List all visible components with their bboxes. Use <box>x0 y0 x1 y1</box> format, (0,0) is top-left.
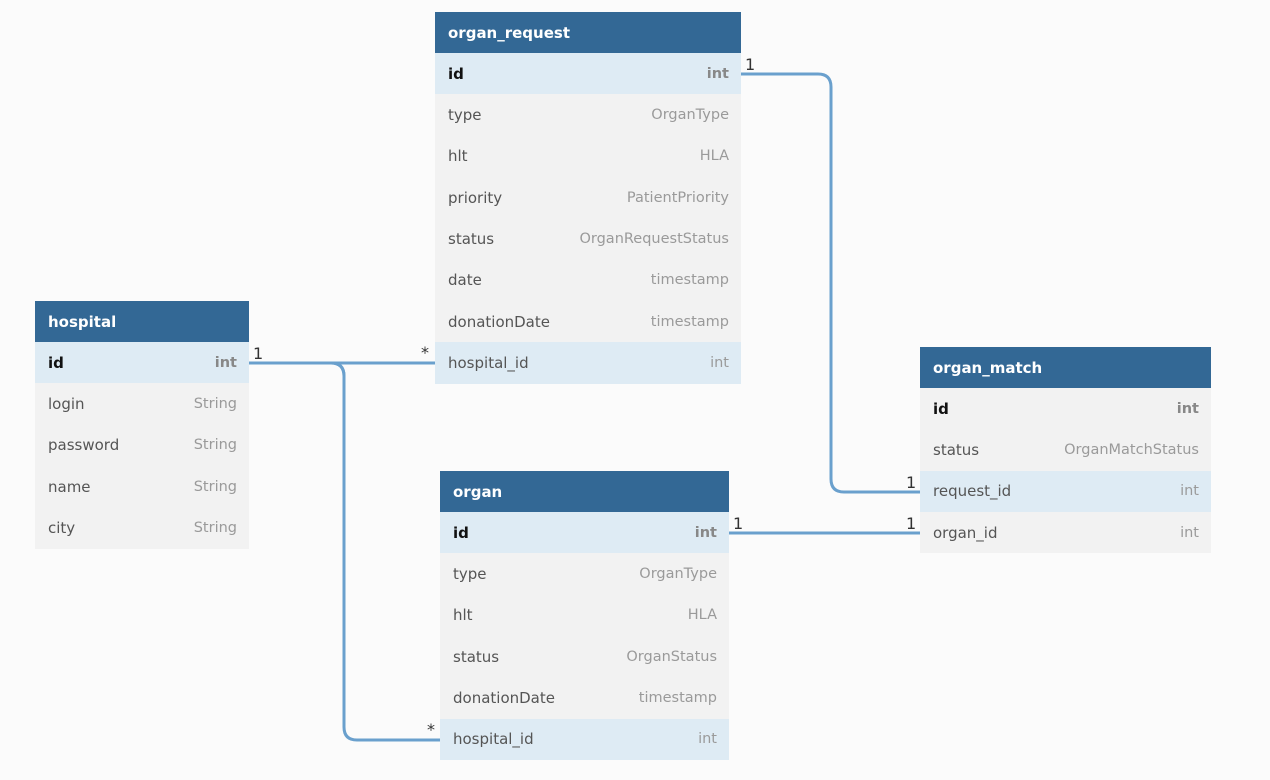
field-name: id <box>448 64 464 83</box>
field-type: String <box>193 437 237 454</box>
field-row-city[interactable]: city String <box>35 507 249 548</box>
field-type: String <box>193 478 237 495</box>
entity-header[interactable]: organ_request <box>435 12 741 53</box>
connector-organ-request-organ-match[interactable] <box>741 72 920 494</box>
cardinality-hospital-one: 1 <box>253 344 263 363</box>
connector-hospital-organ-request[interactable] <box>249 361 346 377</box>
entity-organ-match[interactable]: organ_match id int status OrganMatchStat… <box>920 347 1211 554</box>
field-name: id <box>48 353 64 372</box>
field-row-donation-date[interactable]: donationDate timestamp <box>440 677 729 718</box>
cardinality-organ-request-one: 1 <box>745 55 755 74</box>
field-name: status <box>933 440 980 459</box>
field-name: password <box>48 436 120 455</box>
field-type: int <box>710 354 729 371</box>
field-type: OrganType <box>639 565 717 582</box>
field-row-login[interactable]: login String <box>35 383 249 424</box>
field-row-hlt[interactable]: hlt HLA <box>435 136 741 177</box>
cardinality-organ-request-many: * <box>421 343 429 362</box>
field-row-name[interactable]: name String <box>35 466 249 507</box>
field-type: HLA <box>687 607 717 624</box>
field-row-priority[interactable]: priority PatientPriority <box>435 177 741 218</box>
field-name: donationDate <box>453 688 555 707</box>
field-row-organ-id[interactable]: organ_id int <box>920 512 1211 553</box>
entity-header[interactable]: hospital <box>35 301 249 342</box>
field-name: hlt <box>448 147 468 166</box>
connector-hospital-organ[interactable] <box>249 361 440 742</box>
field-name: status <box>453 647 500 666</box>
field-row-hlt[interactable]: hlt HLA <box>440 595 729 636</box>
field-type: int <box>694 524 717 541</box>
field-row-id[interactable]: id int <box>435 53 741 95</box>
field-type: timestamp <box>638 689 717 706</box>
field-type: PatientPriority <box>626 189 729 206</box>
field-type: timestamp <box>650 272 729 289</box>
field-row-hospital-id[interactable]: hospital_id int <box>435 342 741 384</box>
field-name: hlt <box>453 606 473 625</box>
field-row-date[interactable]: date timestamp <box>435 260 741 301</box>
entity-organ-request[interactable]: organ_request id int type OrganType hlt … <box>435 12 741 384</box>
field-row-type[interactable]: type OrganType <box>440 553 729 594</box>
field-name: login <box>48 394 85 413</box>
field-type: OrganType <box>651 106 729 123</box>
field-name: type <box>448 105 482 124</box>
field-row-type[interactable]: type OrganType <box>435 94 741 135</box>
field-row-request-id[interactable]: request_id int <box>920 470 1211 512</box>
field-row-status[interactable]: status OrganRequestStatus <box>435 218 741 259</box>
field-row-donation-date[interactable]: donationDate timestamp <box>435 301 741 342</box>
field-type: OrganStatus <box>626 648 717 665</box>
field-type: String <box>193 395 237 412</box>
field-name: priority <box>448 188 503 207</box>
field-type: timestamp <box>650 313 729 330</box>
field-type: int <box>706 65 729 82</box>
field-type: int <box>1180 483 1199 500</box>
field-name: hospital_id <box>453 730 534 749</box>
entity-header[interactable]: organ_match <box>920 347 1211 388</box>
field-type: int <box>1176 400 1199 417</box>
field-name: type <box>453 564 487 583</box>
field-type: int <box>698 731 717 748</box>
field-type: int <box>1180 524 1199 541</box>
field-row-id[interactable]: id int <box>920 388 1211 429</box>
field-type: OrganMatchStatus <box>1064 441 1199 458</box>
field-type: HLA <box>699 148 729 165</box>
field-name: city <box>48 518 76 537</box>
cardinality-organ-many: * <box>427 720 435 739</box>
field-name: id <box>453 523 469 542</box>
field-name: status <box>448 229 495 248</box>
field-type: OrganRequestStatus <box>579 230 729 247</box>
cardinality-organ-one: 1 <box>733 514 743 533</box>
entity-header[interactable]: organ <box>440 471 729 512</box>
field-type: int <box>214 354 237 371</box>
field-name: name <box>48 477 91 496</box>
entity-organ[interactable]: organ id int type OrganType hlt HLA stat… <box>440 471 729 760</box>
field-row-status[interactable]: status OrganMatchStatus <box>920 429 1211 470</box>
cardinality-match-request-one: 1 <box>906 473 916 492</box>
field-name: id <box>933 399 949 418</box>
cardinality-match-organ-one: 1 <box>906 514 916 533</box>
field-row-id[interactable]: id int <box>35 342 249 384</box>
field-row-hospital-id[interactable]: hospital_id int <box>440 718 729 760</box>
field-name: organ_id <box>933 523 998 542</box>
field-name: request_id <box>933 482 1012 501</box>
field-name: date <box>448 271 482 290</box>
entity-hospital[interactable]: hospital id int login String password St… <box>35 301 249 549</box>
field-name: hospital_id <box>448 353 529 372</box>
field-row-status[interactable]: status OrganStatus <box>440 636 729 677</box>
field-row-password[interactable]: password String <box>35 425 249 466</box>
field-row-id[interactable]: id int <box>440 512 729 554</box>
field-type: String <box>193 519 237 536</box>
field-name: donationDate <box>448 312 550 331</box>
